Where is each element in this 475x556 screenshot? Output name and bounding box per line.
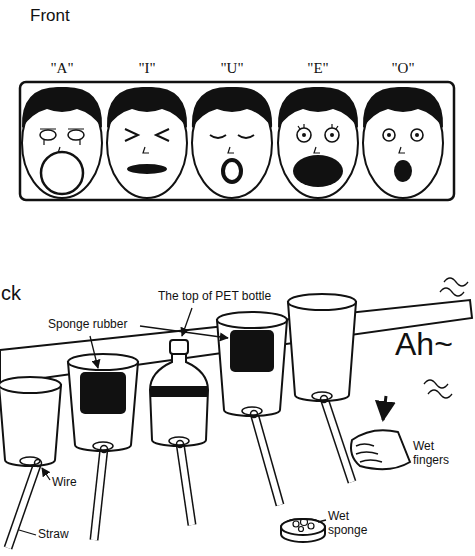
vowel-label: "E" [307,60,328,77]
section-heading: ck [1,282,21,305]
sound-wave [424,380,452,398]
part-label: Wet fingers [413,440,465,468]
part-label: The top of PET bottle [158,290,271,304]
cup [288,294,356,403]
wet-sponge [281,519,325,543]
cup-with-sponge [217,312,287,418]
face-i [107,87,187,198]
hand [351,396,410,469]
vowel-label: "U" [220,60,243,77]
face-u [192,87,272,198]
part-label: Wet sponge [328,510,386,538]
vowel-label: "I" [138,60,155,77]
vowel-label: "A" [50,60,73,77]
face-o [363,87,443,198]
sound-label: Ah~ [395,326,453,363]
pet-bottle-top [150,340,208,448]
face-a [22,87,102,198]
sound-wave [440,278,468,296]
front-panel [20,82,454,200]
leader-lines [19,308,326,535]
face-e [278,87,358,198]
push-arrow [383,396,386,420]
part-label: Straw [38,528,69,542]
cup-with-sponge [68,354,138,453]
section-heading: Front [30,6,70,26]
part-label: Sponge rubber [48,318,127,332]
vowel-label: "O" [391,60,414,77]
part-label: Wire [52,476,77,490]
cup [0,377,61,467]
